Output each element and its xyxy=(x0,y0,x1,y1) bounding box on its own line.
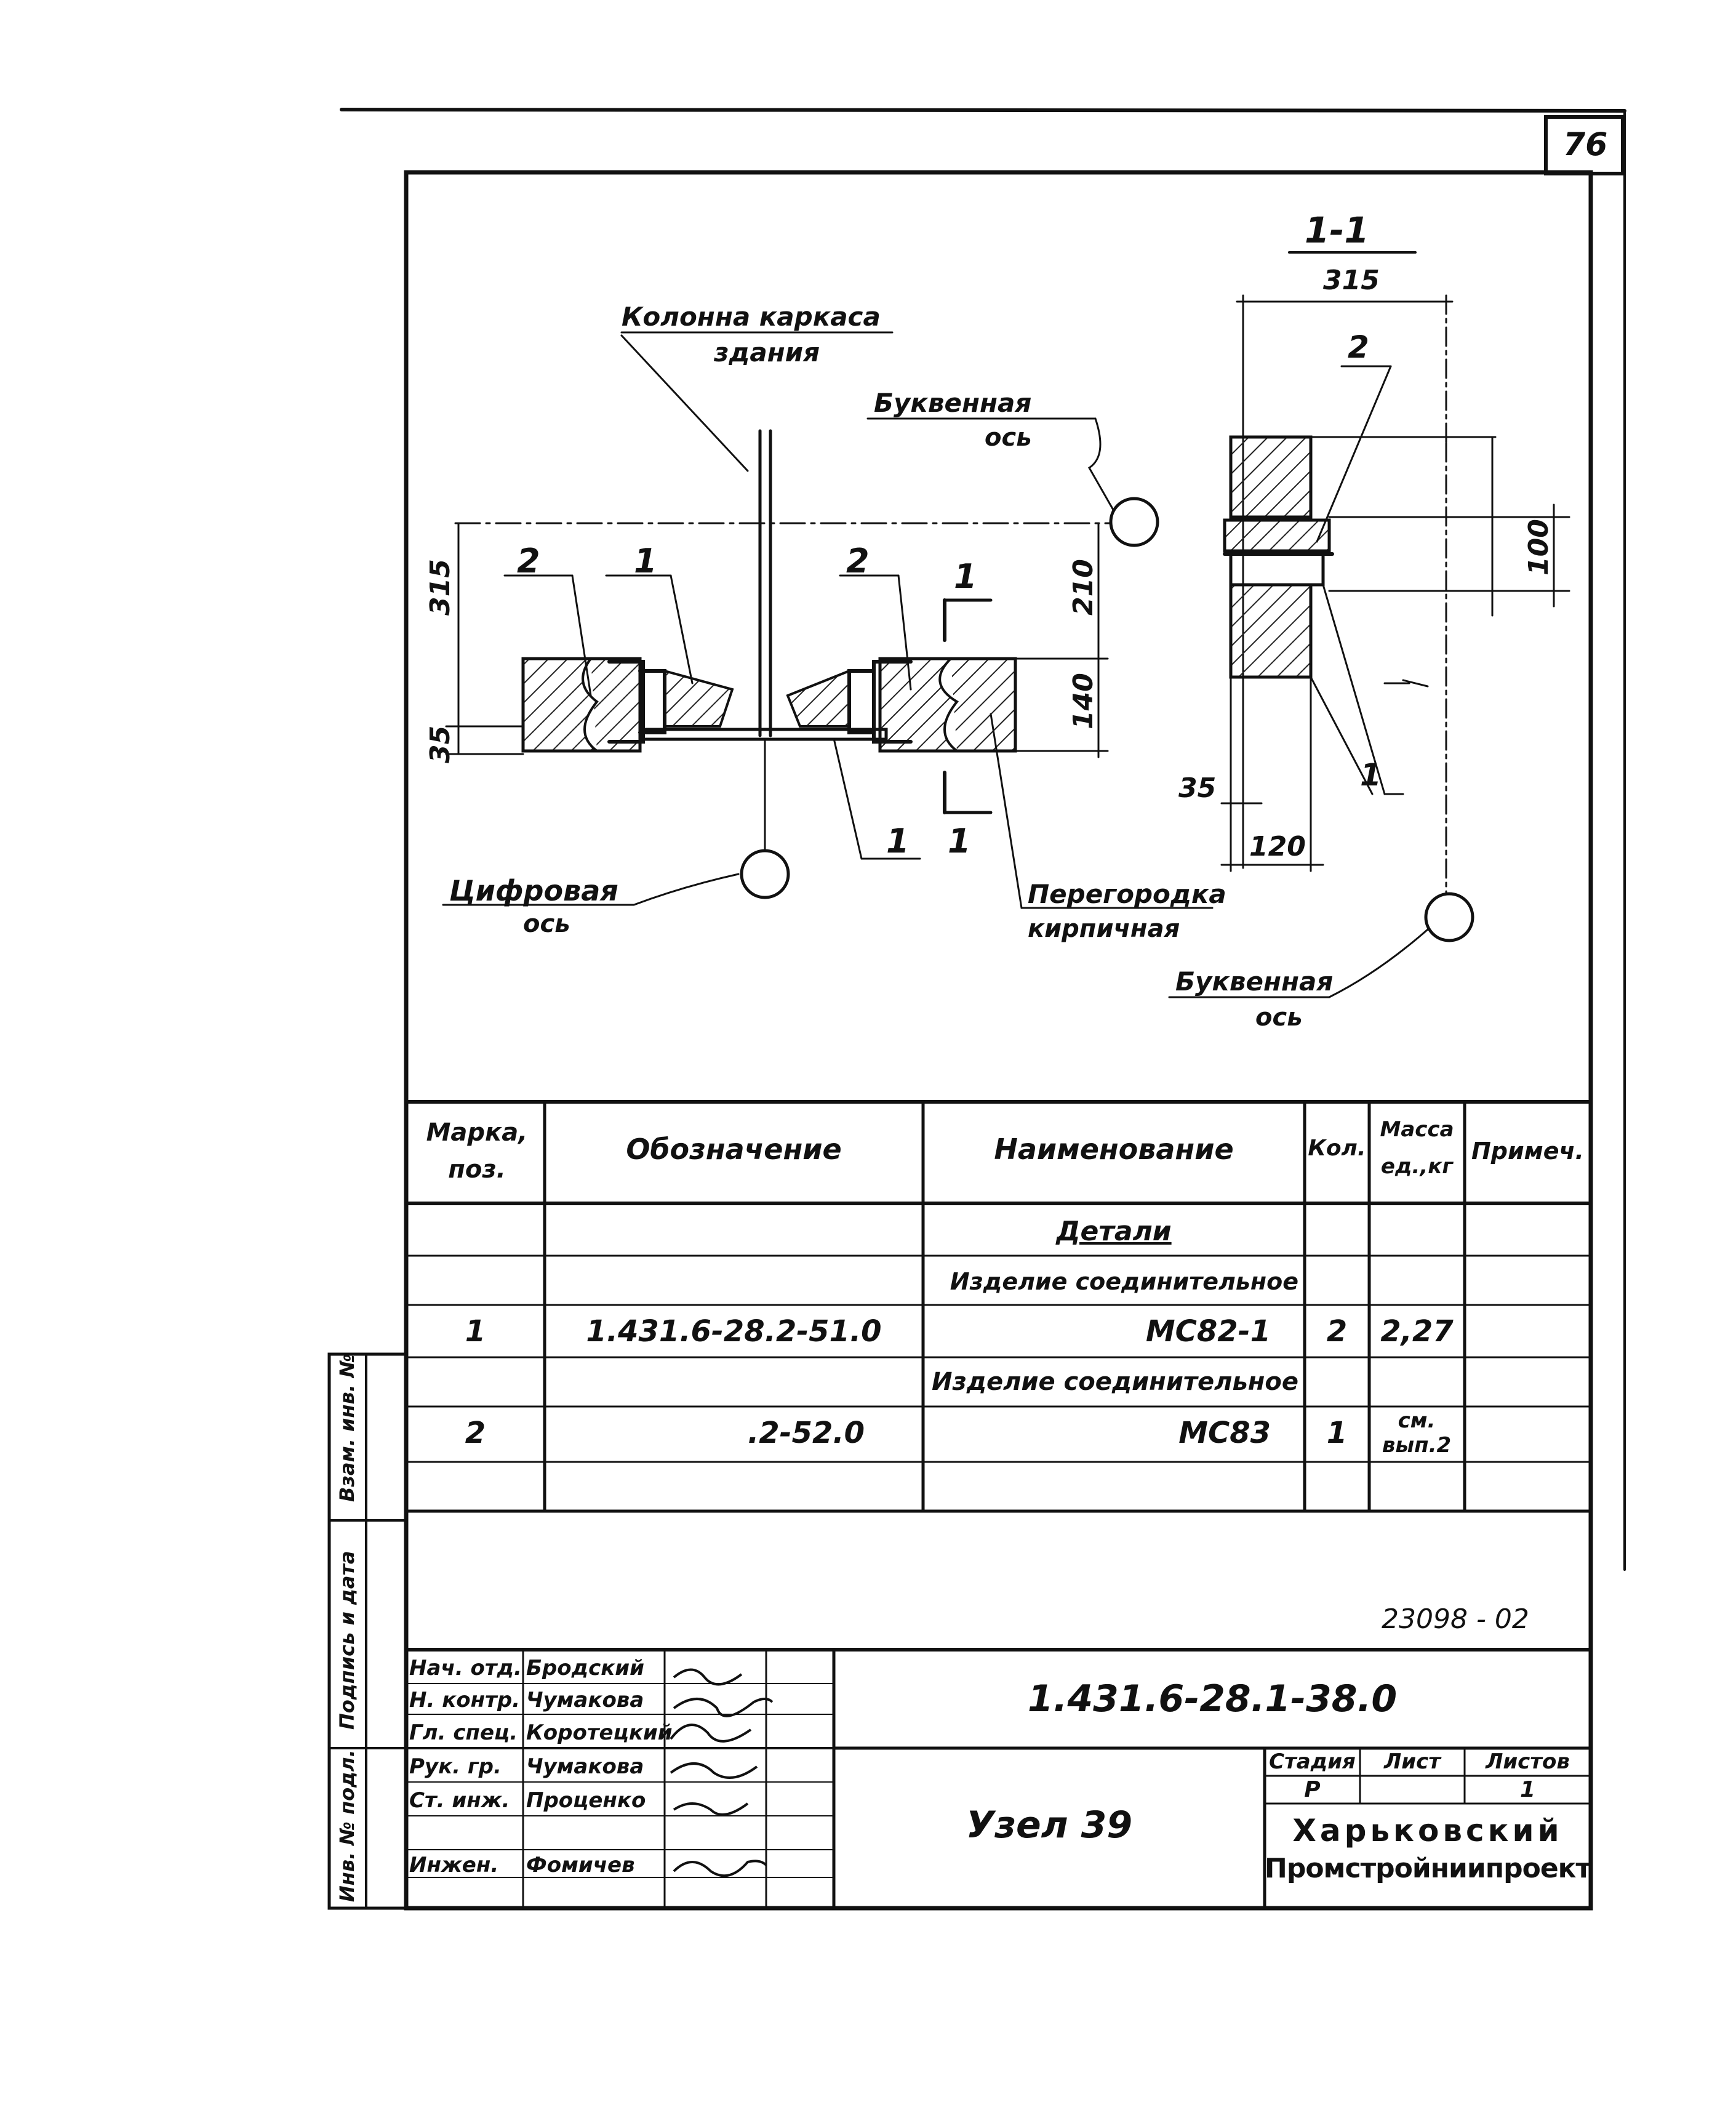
stamp-inv-orig: Инв. № подл. xyxy=(335,1749,359,1902)
drawing-title: Узел 39 xyxy=(966,1804,1133,1847)
sig-name-7: Фомичев xyxy=(526,1853,635,1877)
stage-value: Р xyxy=(1304,1777,1321,1802)
position-1-left: 1 xyxy=(634,542,657,580)
digital-axis-label-b: ось xyxy=(523,910,570,938)
document-code: 1.431.6-28.1-38.0 xyxy=(1027,1677,1398,1720)
header-mass: Масса ед.,кг xyxy=(1380,1117,1454,1179)
row2-name: МС82-1 xyxy=(1145,1314,1271,1349)
letter-axis-label-1b: ось xyxy=(985,423,1032,452)
organization-line2: Промстройниипроект xyxy=(1265,1853,1591,1884)
header-qty: Кол. xyxy=(1308,1136,1366,1161)
section-dim-315: 315 xyxy=(1323,265,1380,296)
sig-role-5: Ст. инж. xyxy=(409,1788,510,1813)
header-designation: Обозначение xyxy=(626,1133,842,1166)
section-details-title: Детали xyxy=(1056,1216,1172,1247)
sheets-label: Листов xyxy=(1486,1749,1570,1774)
cut-mark-top: 1 xyxy=(954,557,977,596)
column-label-line1: Колонна каркаса xyxy=(622,302,881,332)
header-note: Примеч. xyxy=(1471,1138,1584,1165)
section-dim-120: 120 xyxy=(1249,831,1306,862)
row3-name: Изделие соединительное xyxy=(932,1368,1298,1396)
row1-name: Изделие соединительное xyxy=(950,1268,1298,1295)
dim-35-left: 35 xyxy=(425,725,456,763)
header-name: Наименование xyxy=(994,1133,1234,1166)
position-2-right: 2 xyxy=(846,542,870,580)
position-2-left: 2 xyxy=(517,542,540,580)
row2-qty: 2 xyxy=(1326,1314,1348,1349)
dim-140: 140 xyxy=(1068,673,1099,729)
sig-name-2: Чумакова xyxy=(526,1688,644,1712)
sheet-label: Лист xyxy=(1384,1749,1441,1774)
row2-mark: 1 xyxy=(465,1314,486,1349)
sig-role-7: Инжен. xyxy=(409,1853,499,1877)
sig-name-1: Бродский xyxy=(526,1656,644,1680)
partition-label-1: Перегородка xyxy=(1028,879,1226,909)
digital-axis-label: Цифровая xyxy=(449,874,618,907)
stamp-sign-date: Подпись и дата xyxy=(335,1551,359,1730)
row4-qty: 1 xyxy=(1326,1416,1348,1450)
signature-scribbles xyxy=(670,1668,774,1877)
header-mark: Марка, поз. xyxy=(426,1118,528,1184)
row4-name: МС83 xyxy=(1178,1416,1271,1450)
cut-mark-bottom: 1 xyxy=(948,822,971,861)
letter-axis-label-1: Буквенная xyxy=(874,388,1032,418)
sheets-value: 1 xyxy=(1519,1777,1536,1802)
organization-line1: Харьковский xyxy=(1292,1813,1563,1848)
section-position-2: 2 xyxy=(1348,329,1369,365)
sig-role-1: Нач. отд. xyxy=(409,1656,522,1680)
sheet-number: 76 xyxy=(1563,126,1608,163)
partition-label-2: кирпичная xyxy=(1028,915,1180,943)
sig-role-3: Гл. спец. xyxy=(409,1720,518,1745)
sig-name-5: Проценко xyxy=(526,1788,646,1813)
dim-315-left: 315 xyxy=(425,559,456,616)
sig-role-4: Рук. гр. xyxy=(409,1754,502,1779)
sig-name-3: Коротецкий xyxy=(526,1720,673,1745)
row2-mass: 2,27 xyxy=(1380,1314,1454,1349)
section-dim-100: 100 xyxy=(1523,519,1554,576)
row4-mass: см. вып.2 xyxy=(1382,1408,1452,1458)
row4-mark: 2 xyxy=(465,1416,486,1450)
letter-axis-label-2b: ось xyxy=(1255,1003,1303,1032)
letter-axis-label-2: Буквенная xyxy=(1175,966,1334,997)
column-label-line2: здания xyxy=(714,337,820,367)
position-1-bottom: 1 xyxy=(886,822,910,861)
sig-name-4: Чумакова xyxy=(526,1754,644,1779)
row2-designation: 1.431.6-28.2-51.0 xyxy=(586,1314,882,1349)
section-position-1: 1 xyxy=(1360,757,1382,793)
dim-210: 210 xyxy=(1068,559,1099,616)
stage-label: Стадия xyxy=(1269,1749,1356,1774)
section-dim-35: 35 xyxy=(1178,773,1217,804)
sig-role-2: Н. контр. xyxy=(409,1688,521,1712)
section-title: 1-1 xyxy=(1305,209,1369,251)
row4-designation: .2-52.0 xyxy=(748,1416,865,1450)
archive-number: 23098 - 02 xyxy=(1382,1603,1529,1635)
stamp-inv-replace: Взам. инв. № xyxy=(335,1354,359,1502)
